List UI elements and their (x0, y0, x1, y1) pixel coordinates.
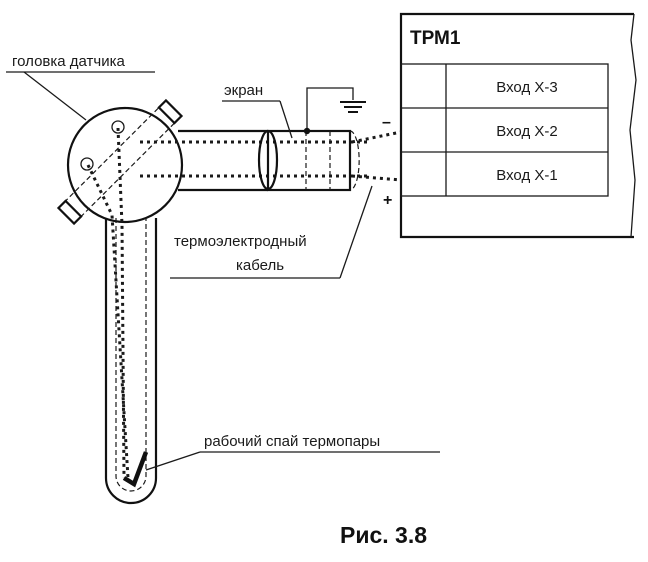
junction-label: рабочий спай термопары (204, 433, 380, 450)
device-connection-wires (351, 130, 402, 182)
wire-to-input-x2 (351, 130, 402, 144)
input-x3-label: Вход Х-3 (496, 79, 557, 96)
shield-left-end (257, 129, 279, 191)
sensor-head (56, 98, 184, 226)
screen-label: экран (224, 82, 263, 99)
trm1-device: ТРМ1 Вход Х-3 Вход Х-2 Вход Х-1 (399, 12, 637, 239)
leader-line (279, 100, 293, 139)
leader-line (339, 185, 373, 279)
input-x2-label: Вход Х-2 (496, 123, 557, 140)
label-cable: термоэлектродный кабель (170, 185, 373, 279)
thermocouple-junction (122, 451, 149, 488)
ground-wire (306, 87, 354, 131)
figure-caption: Рис. 3.8 (340, 522, 427, 548)
cable-label-line1: термоэлектродный (174, 233, 307, 250)
leader-line (145, 451, 201, 471)
tube-inner-outline (115, 218, 147, 492)
leader-line (23, 71, 87, 121)
tube-outline (104, 218, 158, 505)
terminal-block-cap-right (157, 98, 184, 125)
shield-ground-junction (303, 127, 311, 135)
sensor-head-label: головка датчика (12, 53, 126, 70)
device-break-edge (629, 13, 637, 238)
thermocouple-wire-a (116, 127, 126, 479)
sensor-head-circle (66, 106, 184, 224)
input-x1-label: Вход Х-1 (496, 167, 557, 184)
shield-frame (266, 129, 352, 192)
terminal-table-frame (400, 63, 609, 197)
input-terminal-table: Вход Х-3 Вход Х-2 Вход Х-1 (400, 63, 609, 197)
cable-conduit (140, 129, 370, 192)
label-sensor-head: головка датчика (6, 53, 155, 121)
device-title: ТРМ1 (410, 28, 461, 49)
shield-right-end (349, 130, 360, 191)
polarity-plus: + (383, 192, 392, 209)
thermocouple-wire-b (86, 164, 130, 479)
terminal-screw-top (111, 120, 125, 134)
terminal-screw-bottom (80, 157, 94, 171)
terminal-block (56, 98, 184, 226)
polarity-minus: – (382, 114, 391, 131)
label-junction: рабочий спай термопары (145, 433, 440, 471)
cable-label-line2: кабель (236, 257, 284, 274)
label-screen: экран (222, 82, 293, 139)
wire-to-input-x1 (351, 174, 402, 182)
cable-shield (257, 129, 360, 192)
terminal-block-cap-left (56, 199, 83, 226)
ground-connection (303, 87, 366, 135)
protective-tube (86, 127, 158, 505)
